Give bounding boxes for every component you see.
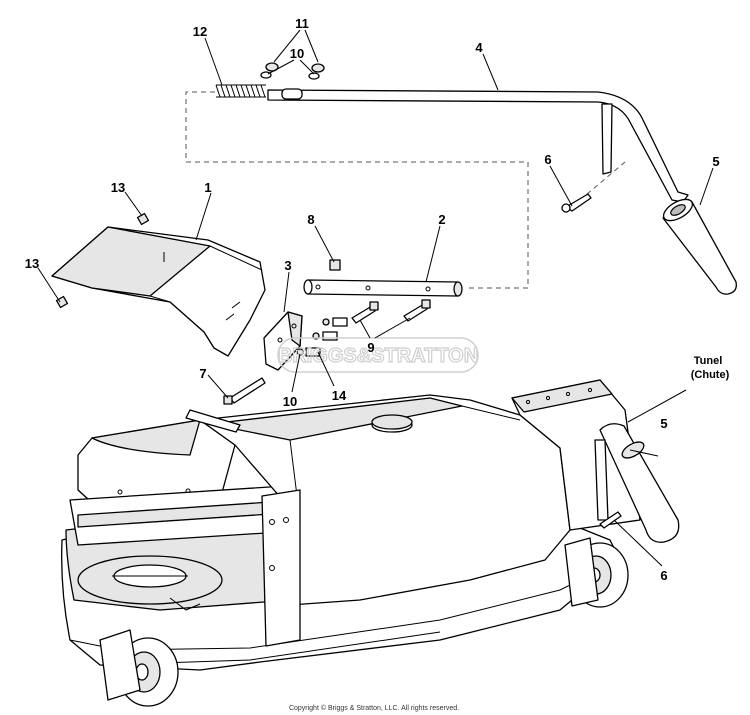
copyright-text: Copyright © Briggs & Stratton, LLC. All …: [289, 704, 459, 712]
handle-rod-part: [267, 88, 689, 203]
tunnel-label-line2: (Chute): [691, 369, 730, 381]
callout-9: 9: [367, 340, 374, 355]
tunnel-label-line1: Tunel: [694, 355, 723, 367]
assembly-dashed-line: [185, 91, 529, 289]
callout-14: 14: [332, 388, 347, 403]
handle-grip-part: [662, 198, 737, 295]
callout-6-top: 6: [544, 152, 551, 167]
screw-part-left: [55, 295, 69, 309]
nut-washer-top: [260, 62, 325, 80]
clip-pin-part: [561, 193, 592, 213]
callout-8: 8: [307, 212, 314, 227]
nut-part: [329, 259, 341, 271]
tube-part: [303, 279, 463, 297]
spring-part: [215, 84, 266, 98]
small-hardware: [296, 317, 348, 357]
watermark-text: BRIGGS&STRATTON: [278, 345, 478, 367]
callout-10-bottom: 10: [283, 394, 297, 409]
brand-watermark: BRIGGS&STRATTON: [277, 337, 479, 373]
callout-13-left: 13: [25, 256, 39, 271]
callout-12: 12: [193, 24, 207, 39]
callout-labels: 12 11 10 4 5 6 1 13 13 8 2 3 9 7 10 14 5…: [25, 16, 730, 583]
long-bolt-part: [223, 377, 266, 405]
callout-6-bottom: 6: [660, 568, 667, 583]
callout-10-top: 10: [290, 46, 304, 61]
callout-1: 1: [204, 180, 211, 195]
bolt-parts: [351, 299, 431, 324]
callout-4: 4: [475, 40, 483, 55]
callout-5-bottom: 5: [660, 416, 667, 431]
callout-13-top: 13: [111, 180, 125, 195]
callout-5-top: 5: [712, 154, 719, 169]
leader-lines: [37, 29, 714, 567]
callout-2: 2: [438, 212, 445, 227]
mower-deck-assembly: [61, 379, 680, 707]
callout-3: 3: [284, 258, 291, 273]
callout-11: 11: [295, 16, 309, 31]
callout-7: 7: [199, 366, 206, 381]
deflector-cover-part: [51, 226, 266, 357]
screw-part-top: [136, 212, 150, 226]
